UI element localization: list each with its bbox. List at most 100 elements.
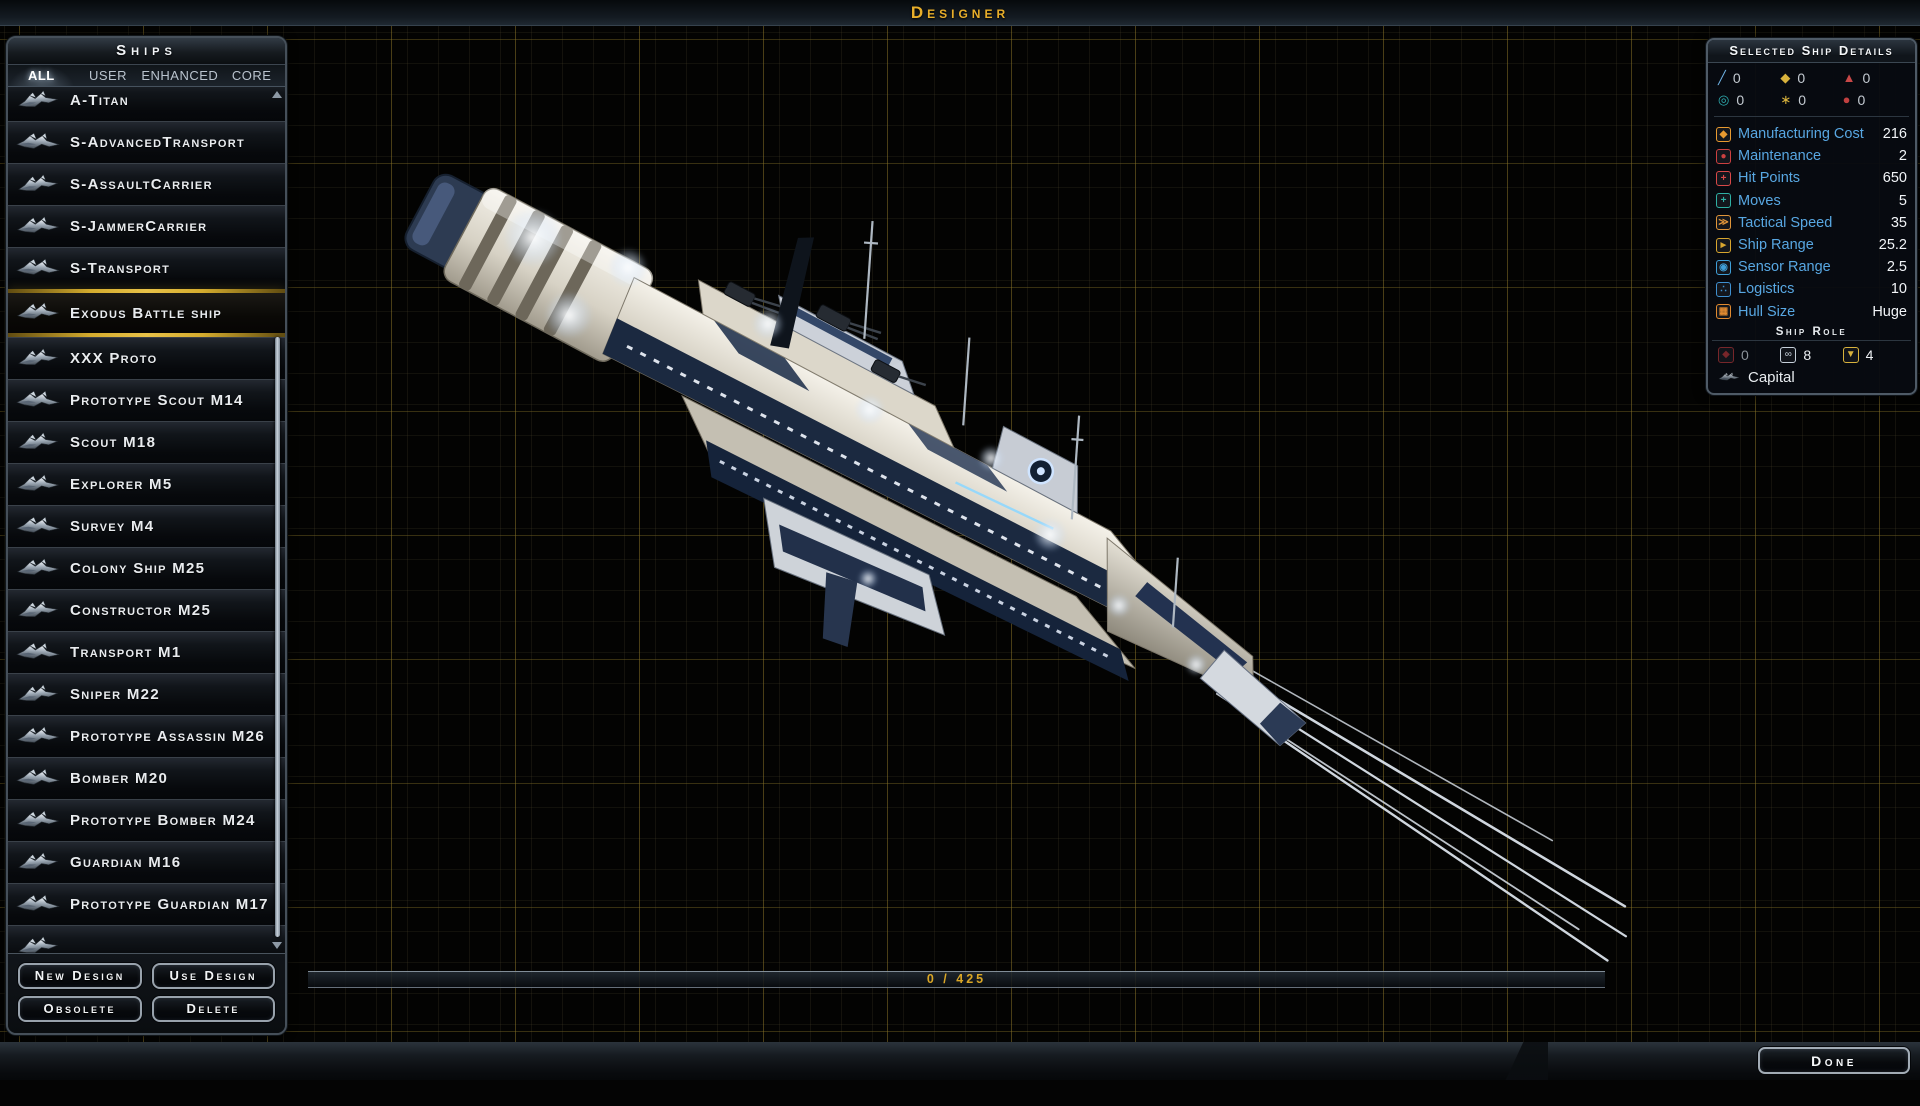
ship-list-item[interactable]: Prototype Assassin M26 (8, 715, 285, 757)
stat-label: Logistics (1738, 281, 1795, 298)
ships-filter-tabs: ALL USER ENHANCED CORE (8, 65, 285, 87)
ship-name-label: S-Transport (70, 260, 171, 277)
ship-thumbnail-icon (16, 344, 60, 373)
role-slot-value: 0 (1741, 346, 1749, 363)
done-button[interactable]: Done (1758, 1047, 1910, 1074)
ship-thumbnail-icon (16, 724, 60, 750)
ship-list-item[interactable]: Explorer M5 (8, 463, 285, 505)
ship-thumbnail-icon (16, 932, 60, 953)
ships-filter-tab[interactable]: CORE (231, 68, 272, 83)
ship-thumbnail-icon (16, 848, 60, 877)
stat-row: + Hit Points 650 (1716, 167, 1907, 189)
new-design-button[interactable]: New Design (18, 963, 142, 989)
obsolete-button[interactable]: Obsolete (18, 996, 142, 1022)
stat-label: Hit Points (1738, 170, 1801, 187)
ship-thumbnail-icon (16, 214, 60, 240)
use-design-button[interactable]: Use Design (151, 963, 275, 989)
stat-row: ► Ship Range 25.2 (1716, 234, 1907, 256)
title-bar: Designer (0, 0, 1920, 26)
ship-list-item[interactable]: A-Titan (8, 87, 285, 121)
ship-name-label: Survey M4 (70, 518, 155, 535)
stat-label: Manufacturing Cost (1738, 126, 1864, 143)
speed-icon: ≫ (1716, 215, 1731, 231)
armor-defense-icon: ● (1842, 92, 1851, 107)
ship-list-item[interactable]: Transport M1 (8, 631, 285, 673)
ship-name-label: Prototype Scout M14 (70, 392, 244, 409)
stat-row: ◉ Sensor Range 2.5 (1716, 256, 1907, 278)
ship-list-item[interactable]: Guardian M16 (8, 841, 285, 883)
ship-thumbnail-icon (14, 386, 61, 416)
defense-count: 0 (1857, 92, 1866, 108)
ship-list-item[interactable]: XXX Proto (8, 337, 285, 379)
scroll-up-icon[interactable] (272, 91, 282, 98)
stat-value: 25.2 (1878, 237, 1907, 254)
stat-value: 5 (1898, 192, 1907, 209)
designer-viewport[interactable] (0, 26, 1920, 1042)
stat-label: Moves (1738, 192, 1781, 209)
design-count-bar: 0 / 425 (308, 971, 1605, 988)
ships-panel: Ships ALL USER ENHANCED CORE A-Titan S-A… (6, 36, 287, 1035)
point-defense-icon: ∗ (1780, 92, 1792, 107)
capital-ship-icon (1718, 371, 1740, 384)
ship-name-label: Colony Ship M25 (70, 560, 206, 577)
delete-button[interactable]: Delete (151, 996, 275, 1022)
scroll-down-icon[interactable] (272, 942, 282, 949)
ship-render (404, 173, 1628, 962)
ship-list-item[interactable]: S-AssaultCarrier (8, 163, 285, 205)
stat-row: ≫ Tactical Speed 35 (1716, 212, 1907, 234)
ship-list-scrollbar[interactable] (271, 87, 283, 953)
ship-list-item[interactable]: Prototype Guardian M17 (8, 883, 285, 925)
ship-thumbnail-icon (16, 300, 60, 326)
defense-stats: ◎ 0 ∗ 0 ● 0 (1708, 92, 1915, 114)
ship-list-item[interactable] (8, 925, 285, 953)
ships-filter-tab[interactable]: ENHANCED (141, 68, 219, 83)
hammer-icon: ◆ (1716, 126, 1731, 142)
divider (1712, 339, 1911, 341)
ship-list-item[interactable]: Sniper M22 (8, 673, 285, 715)
ship-list-item[interactable]: S-AdvancedTransport (8, 121, 285, 163)
bottom-bar: Done (0, 1042, 1920, 1080)
ship-thumbnail-icon (14, 254, 61, 284)
network-icon: ∴ (1716, 281, 1731, 297)
ship-name-label: Explorer M5 (70, 476, 173, 493)
ship-role-slots: ◆ 0 ∞ 8 ▼ 4 (1708, 341, 1915, 365)
stat-label: Ship Range (1738, 237, 1814, 254)
scrollbar-thumb[interactable] (275, 337, 280, 937)
stat-label: Maintenance (1738, 148, 1822, 165)
ships-filter-tab[interactable]: ALL (8, 65, 75, 86)
ship-stats-list: ◆ Manufacturing Cost 216 ● Maintenance 2… (1708, 120, 1915, 323)
role-slot-value: 4 (1865, 346, 1874, 363)
stat-value: 2 (1898, 148, 1907, 165)
ship-list-item[interactable]: Exodus Battle ship (8, 289, 285, 337)
stat-label: Hull Size (1738, 303, 1796, 320)
bottom-bar-slant (1488, 1042, 1548, 1080)
ship-thumbnail-icon (14, 128, 61, 158)
ship-list-item[interactable]: Prototype Scout M14 (8, 379, 285, 421)
ship-name-label: S-JammerCarrier (70, 218, 208, 235)
ship-list-item[interactable]: Colony Ship M25 (8, 547, 285, 589)
wrench-icon: ● (1716, 148, 1731, 164)
ship-list-item[interactable]: Constructor M25 (8, 589, 285, 631)
ship-list-item[interactable]: Bomber M20 (8, 757, 285, 799)
cross-icon: + (1716, 170, 1731, 186)
move-arrows-icon: + (1716, 193, 1731, 209)
ship-name-label: Guardian M16 (70, 854, 182, 871)
ship-list-item[interactable]: S-JammerCarrier (8, 205, 285, 247)
ship-role-header: Ship Role (1775, 325, 1848, 338)
ship-name-label: A-Titan (70, 92, 129, 109)
weapon-stat: ◆ 0 (1780, 70, 1842, 86)
defense-stat: ◎ 0 (1718, 92, 1780, 108)
ship-list-item[interactable]: Prototype Bomber M24 (8, 799, 285, 841)
ship-list-item[interactable]: Survey M4 (8, 505, 285, 547)
ship-thumbnail-icon (16, 680, 60, 709)
stat-row: ◆ Manufacturing Cost 216 (1716, 123, 1907, 145)
stat-row: ∴ Logistics 10 (1716, 278, 1907, 300)
ship-thumbnail-icon (16, 472, 60, 498)
ships-filter-tab[interactable]: USER (88, 68, 128, 83)
ship-thumbnail-icon (16, 596, 60, 625)
ship-list-item[interactable]: S-Transport (8, 247, 285, 289)
ship-name-label: S-AssaultCarrier (70, 176, 213, 193)
ship-list-item[interactable]: Scout M18 (8, 421, 285, 463)
ship-name-label: Prototype Bomber M24 (70, 812, 256, 829)
defense-count: 0 (1736, 92, 1745, 108)
